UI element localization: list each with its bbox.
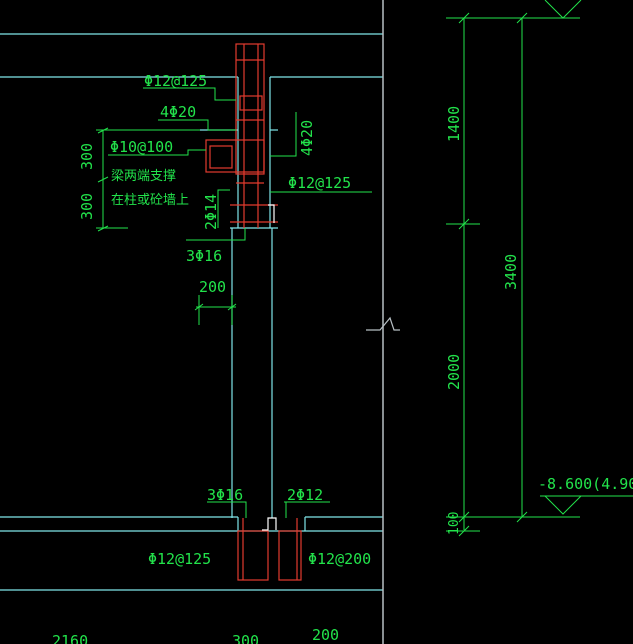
dim-200-tick-r xyxy=(227,303,237,311)
footing-bar-right xyxy=(278,530,302,581)
elev-tick-517b xyxy=(516,511,528,523)
label-base-left-spacing: Φ12@125 xyxy=(148,550,211,568)
rebar-group xyxy=(205,43,302,581)
label-right-bar: Φ12@125 xyxy=(288,174,351,192)
leader-3phi16 xyxy=(186,228,246,241)
leader-base-left xyxy=(207,501,247,518)
label-stirrup: Φ10@100 xyxy=(110,138,173,156)
level-triangle-bottom xyxy=(544,495,582,515)
dim-tick-179 xyxy=(97,176,109,183)
corbel-cage xyxy=(205,139,265,173)
note-line-2: 在柱或砼墙上 xyxy=(111,193,189,208)
label-bottom-300: 300 xyxy=(232,632,259,644)
elevation-dims xyxy=(446,0,633,537)
label-3phi16: 3Φ16 xyxy=(186,247,222,265)
label-4phi20: 4Φ20 xyxy=(160,103,196,121)
label-top-bar: Φ12@125 xyxy=(144,72,207,90)
label-bottom-200: 200 xyxy=(312,626,339,644)
label-dim-200: 200 xyxy=(199,278,226,296)
elev-tick-18b xyxy=(516,12,528,24)
corbel-inner xyxy=(209,145,233,169)
elev-100: 100 xyxy=(447,512,462,535)
footing-bar-left xyxy=(237,530,269,581)
label-base-right: 2Φ12 xyxy=(287,486,323,504)
leader-tie-bars xyxy=(217,189,230,228)
beam-cage-top xyxy=(235,43,265,175)
elev-tick-224 xyxy=(458,218,470,230)
elev-tick-18a xyxy=(458,12,470,24)
elev-2000: 2000 xyxy=(445,354,463,390)
label-base-right-spacing: Φ12@200 xyxy=(308,550,371,568)
label-tie-bars: 2Φ14 xyxy=(202,194,220,230)
footing-hook xyxy=(262,517,277,531)
leader-4phi20 xyxy=(158,119,236,131)
break-mark xyxy=(366,316,400,331)
beam-hook xyxy=(268,204,275,223)
label-bottom-2160: 2160 xyxy=(52,632,88,644)
elev-1400: 1400 xyxy=(445,106,463,142)
dim-300-upper: 300 xyxy=(78,143,96,170)
annotation-lines xyxy=(96,87,372,518)
dim-200-tick-l xyxy=(194,303,204,311)
elev-tick-517a xyxy=(458,511,470,523)
hook-group xyxy=(262,204,277,531)
label-side-bars: 4Φ20 xyxy=(298,120,316,156)
elev-3400: 3400 xyxy=(502,254,520,290)
leader-top-bar xyxy=(143,87,236,101)
dim-300-lower: 300 xyxy=(78,193,96,220)
level-triangle-top xyxy=(544,0,582,19)
leader-side-bars xyxy=(270,112,297,157)
level-mark: -8.600(4.900 xyxy=(538,475,633,493)
annotation-text: Φ12@125 4Φ20 Φ10@100 300 300 梁两端支撑 在柱或砼墙… xyxy=(52,72,633,644)
leader-stirrup xyxy=(108,149,206,156)
note-line-1: 梁两端支撑 xyxy=(111,169,176,184)
label-base-left: 3Φ16 xyxy=(207,486,243,504)
beam-cage-inner xyxy=(239,95,263,111)
elev-tick-531 xyxy=(458,525,470,537)
